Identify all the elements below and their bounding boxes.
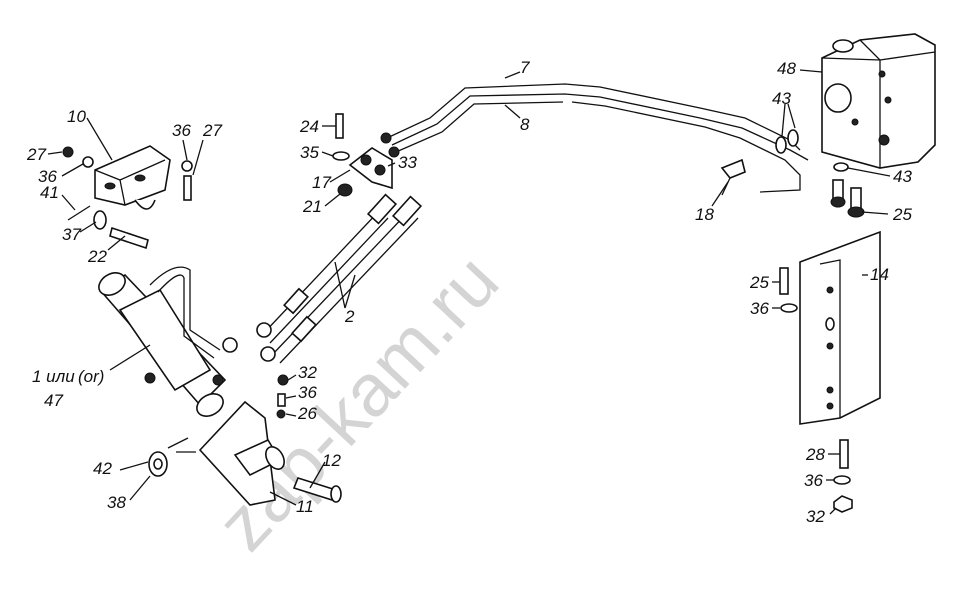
part-labels: 7 8 48 43 43 25 18 14 25 36 28 36 32 2 2… <box>26 58 912 526</box>
label-47: 47 <box>44 391 63 410</box>
label-38: 38 <box>107 493 126 512</box>
label-12: 12 <box>322 451 341 470</box>
fasteners-25-36-28-32 <box>779 267 853 513</box>
label-36a: 36 <box>38 167 57 186</box>
label-26: 26 <box>297 404 317 423</box>
cylinder-1 <box>98 266 238 417</box>
label-2: 2 <box>344 307 355 326</box>
leader-lines <box>47 69 891 515</box>
fittings-43-25-18 <box>720 129 865 218</box>
bracket-33 <box>332 113 393 197</box>
label-48: 48 <box>777 59 796 78</box>
label-25b: 25 <box>892 205 912 224</box>
label-36e: 36 <box>750 299 769 318</box>
label-24: 24 <box>299 117 319 136</box>
label-43b: 43 <box>893 167 912 186</box>
label-22: 22 <box>87 247 107 266</box>
label-8: 8 <box>520 115 530 134</box>
label-7: 7 <box>520 58 530 77</box>
label-1-alt: (or) <box>78 367 104 386</box>
label-36c: 36 <box>298 383 317 402</box>
tank-48 <box>821 33 936 169</box>
bracket-10 <box>62 145 193 250</box>
label-33: 33 <box>398 153 417 172</box>
label-21: 21 <box>302 197 322 216</box>
label-11: 11 <box>296 497 314 516</box>
hoses-2 <box>256 193 423 364</box>
label-14: 14 <box>870 265 889 284</box>
label-42: 42 <box>93 459 112 478</box>
bracket-14 <box>799 230 881 425</box>
label-43a: 43 <box>772 89 791 108</box>
pipe-7-8 <box>380 83 809 193</box>
label-1: 1 или <box>32 367 75 386</box>
label-27a: 27 <box>26 145 46 164</box>
label-37: 37 <box>62 225 81 244</box>
label-10: 10 <box>67 107 86 126</box>
bracket-11 <box>119 374 342 506</box>
watermark: zap-kam.ru <box>201 239 514 566</box>
label-32b: 32 <box>806 507 825 526</box>
label-32a: 32 <box>298 363 317 382</box>
label-36d: 36 <box>804 471 823 490</box>
label-28: 28 <box>805 445 825 464</box>
label-17: 17 <box>312 173 331 192</box>
label-35: 35 <box>300 143 319 162</box>
label-18: 18 <box>695 205 714 224</box>
label-27b: 27 <box>202 121 222 140</box>
label-36b: 36 <box>172 121 191 140</box>
label-25a: 25 <box>749 273 769 292</box>
label-41: 41 <box>40 183 59 202</box>
